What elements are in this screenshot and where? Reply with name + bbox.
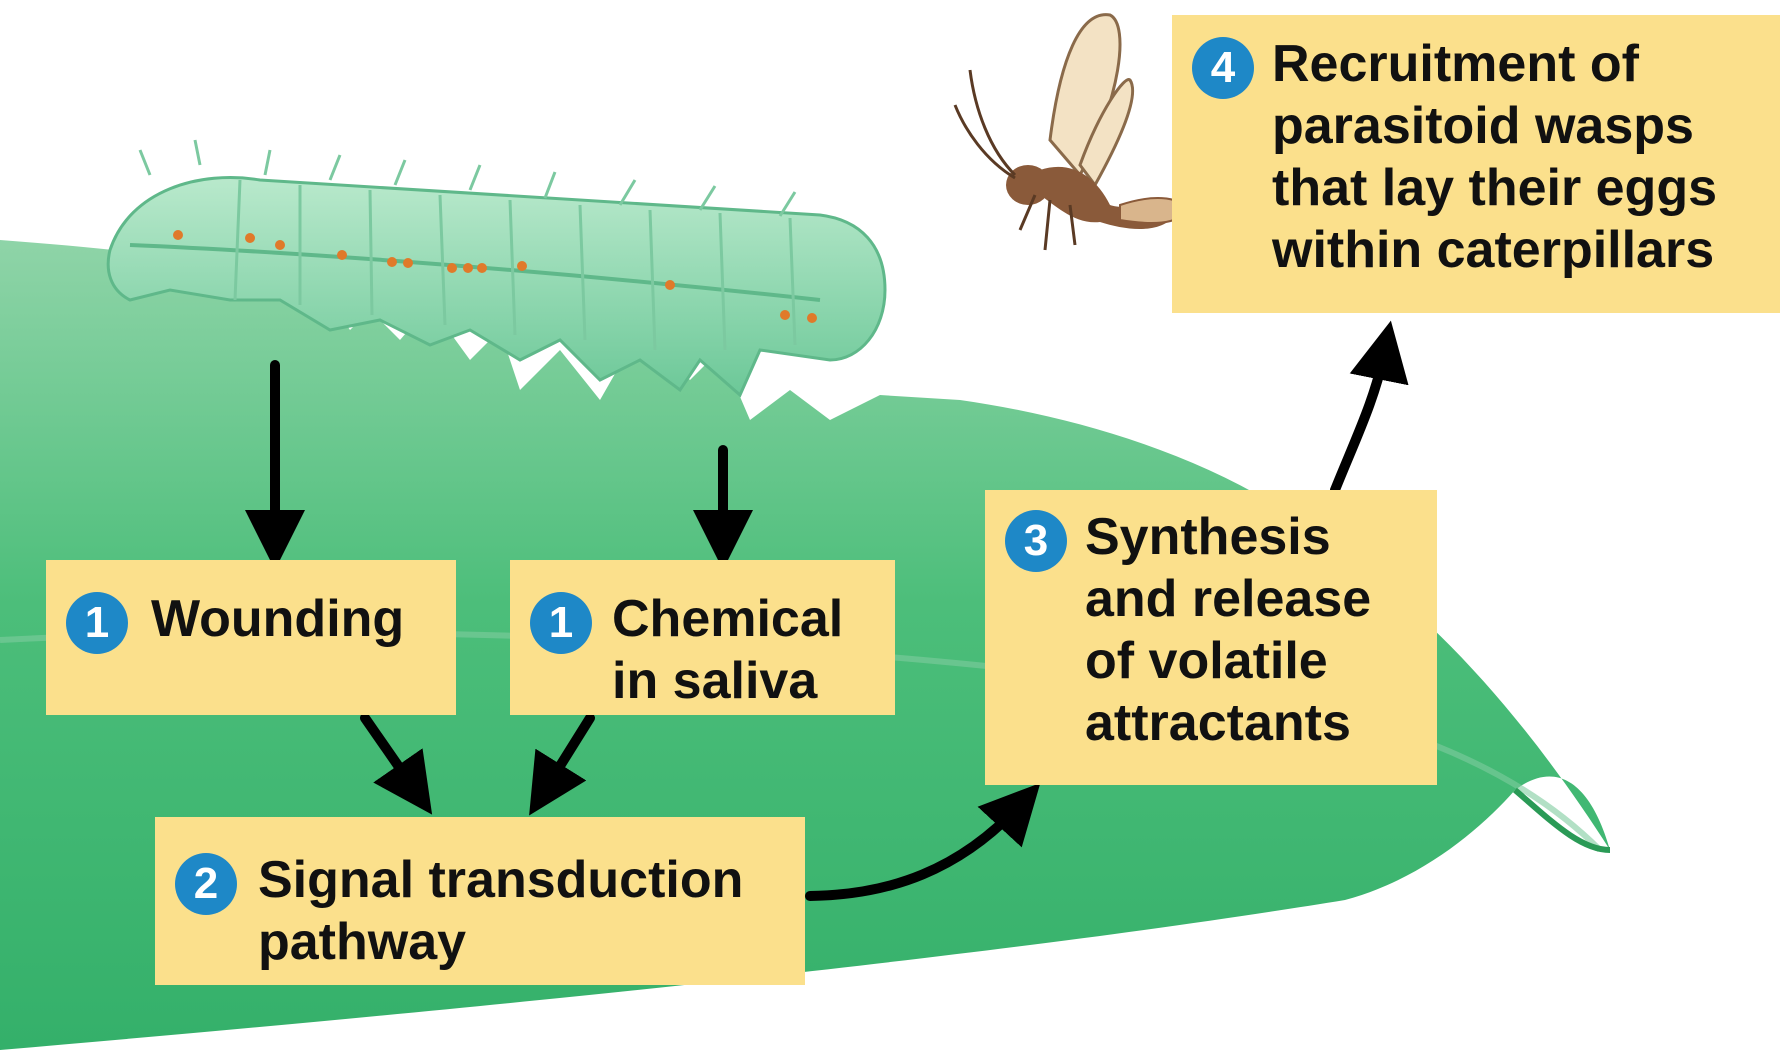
step-number-badge: 1 — [530, 592, 592, 654]
step-number-badge: 1 — [66, 592, 128, 654]
step-chemical-label: Chemical in saliva — [612, 588, 843, 712]
step-number-badge: 4 — [1192, 37, 1254, 99]
step-synthesis-label: Synthesis and release of volatile attrac… — [1085, 506, 1371, 754]
arrow-synthesis-to-recruitment — [1335, 350, 1385, 490]
step-signal-label: Signal transduction pathway — [258, 849, 743, 973]
step-wounding-label: Wounding — [151, 588, 404, 650]
step-recruitment-box: 4 Recruitment of parasitoid wasps that l… — [1172, 15, 1780, 313]
step-recruitment-label: Recruitment of parasitoid wasps that lay… — [1272, 33, 1717, 281]
step-chemical-box: 1 Chemical in saliva — [510, 560, 895, 715]
step-number-badge: 3 — [1005, 510, 1067, 572]
step-wounding-box: 1 Wounding — [46, 560, 456, 715]
step-signal-box: 2 Signal transduction pathway — [155, 817, 805, 985]
step-number-badge: 2 — [175, 853, 237, 915]
step-synthesis-box: 3 Synthesis and release of volatile attr… — [985, 490, 1437, 785]
